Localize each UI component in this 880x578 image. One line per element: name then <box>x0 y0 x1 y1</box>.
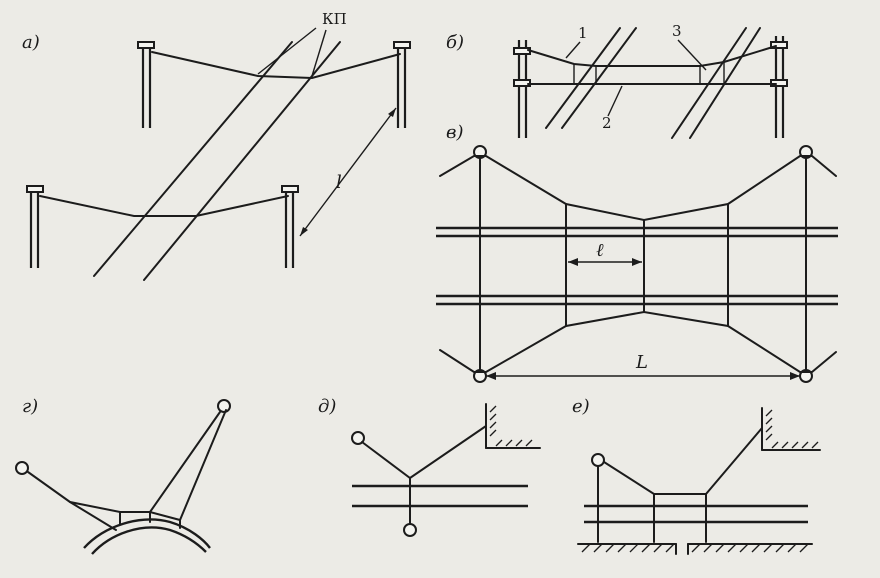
contact-wire-1 <box>93 41 293 277</box>
cross-wire-bottom <box>39 195 289 217</box>
panel-e: е) <box>572 396 821 555</box>
panel-d: д) <box>318 396 541 537</box>
panel-a: а) КП <box>22 10 411 281</box>
panel-label-d: д) <box>318 396 336 417</box>
label-1: 1 <box>578 24 588 42</box>
pole-b-left <box>513 40 531 138</box>
contact-wire-2 <box>143 41 341 281</box>
pole-bottom-right <box>281 185 299 268</box>
label-span-l: l <box>336 172 342 193</box>
label-span-L: L <box>635 352 648 373</box>
panel-label-a: а) <box>22 32 40 53</box>
panel-label-e: е) <box>572 396 590 417</box>
pole-bottom-left <box>26 185 44 268</box>
panel-b: б) 1 3 2 <box>446 22 788 139</box>
label-span-small-l: ℓ <box>596 240 604 261</box>
label-3: 3 <box>672 22 682 40</box>
panel-label-v: в) <box>446 122 464 143</box>
label-kp: КП <box>322 10 347 28</box>
panel-v: в) ℓ L <box>436 122 838 383</box>
dimension-l <box>299 107 397 237</box>
pole-top-left <box>137 41 155 128</box>
panel-label-g: г) <box>22 396 38 417</box>
panel-g: г) <box>15 396 231 555</box>
pole-top-right <box>393 41 411 128</box>
panel-label-b: б) <box>446 32 464 53</box>
pole-b-right <box>770 36 788 138</box>
cross-wire-top <box>151 51 401 80</box>
label-2: 2 <box>602 114 612 132</box>
